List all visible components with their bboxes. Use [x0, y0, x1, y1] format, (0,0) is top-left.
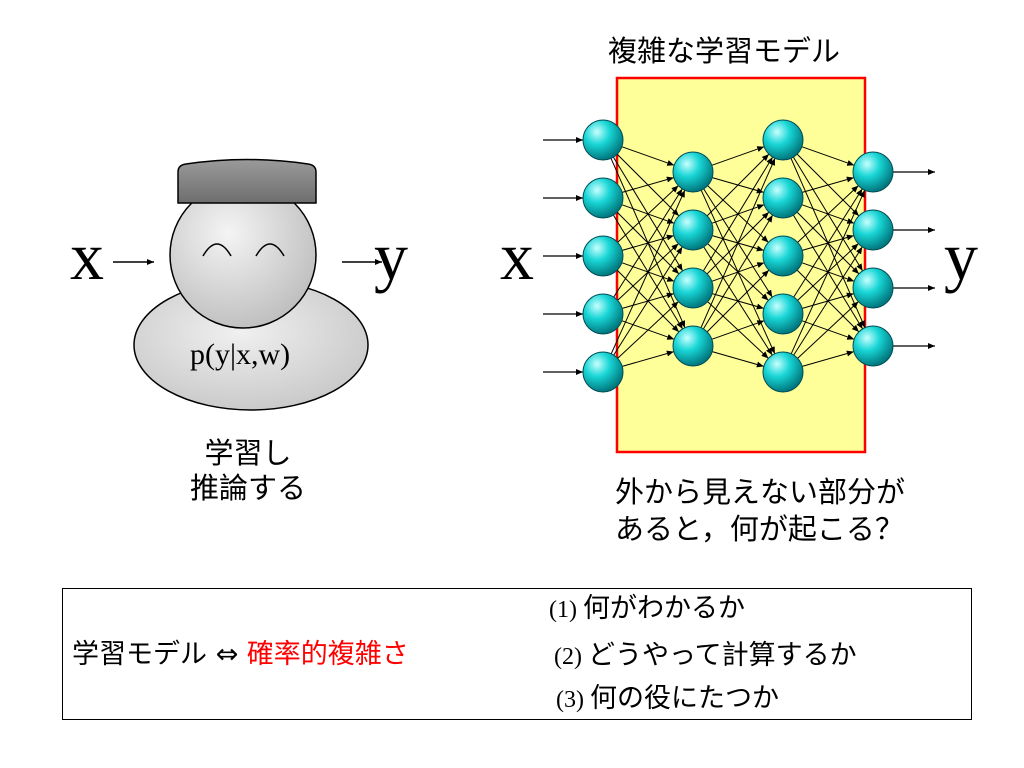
- network-edge: [613, 188, 683, 298]
- summary-box: [62, 588, 972, 720]
- network-node-layer-4: [852, 209, 894, 251]
- network-edge: [613, 246, 683, 356]
- network-node-layer-4: [852, 325, 894, 367]
- network-node-layer-3: [762, 119, 804, 161]
- question-1-text: 何がわかるか: [582, 593, 745, 624]
- network-node-layer-1: [582, 293, 624, 335]
- question-1-number: (1): [549, 597, 577, 623]
- network-node-layer-1: [582, 177, 624, 219]
- network-edge: [622, 176, 674, 193]
- network-node-layer-3: [762, 293, 804, 335]
- network-edge: [617, 185, 679, 243]
- learner-left-eye: [202, 243, 232, 257]
- complex-model-title: 複雑な学習モデル: [608, 34, 841, 68]
- network-edge: [702, 156, 774, 272]
- network-node-layer-4: [852, 267, 894, 309]
- network-edges: [610, 146, 866, 368]
- learner-head: [169, 181, 317, 329]
- question-3: (3)何の役にたつか: [556, 685, 779, 712]
- network-edge: [801, 146, 855, 166]
- network-edge: [712, 351, 764, 368]
- network-edge: [802, 350, 854, 367]
- distribution-label: p(y|x,w): [190, 338, 291, 371]
- network-node-layer-1: [582, 235, 624, 277]
- question-3-number: (3): [556, 687, 584, 713]
- network-nodes: [582, 119, 894, 393]
- network-edge: [711, 320, 765, 340]
- right-input-label: x: [500, 218, 534, 294]
- network-edge: [793, 246, 863, 356]
- network-edge: [797, 301, 859, 359]
- hidden-caption-line1: 外から見えない部分が: [615, 475, 906, 509]
- network-edge: [621, 146, 675, 166]
- network-node-layer-2: [672, 267, 714, 309]
- network-edge: [790, 189, 866, 355]
- network-node-layer-3: [762, 235, 804, 277]
- learner-hat: [177, 158, 317, 204]
- learn-caption-line1: 学習し: [204, 436, 292, 470]
- network-edge: [706, 153, 770, 217]
- network-node-layer-2: [672, 325, 714, 367]
- network-edge: [617, 301, 679, 359]
- network-node-layer-1: [582, 119, 624, 161]
- question-1: (1)何がわかるか: [549, 595, 745, 622]
- hidden-part-caption: 外から見えない部分が あると，何が起こる？: [615, 474, 905, 548]
- question-2: (2)どうやって計算するか: [554, 642, 857, 669]
- network-edge: [711, 146, 765, 166]
- learner-figure: [133, 158, 369, 411]
- summary-highlight: 確率的複雑さ: [246, 639, 409, 670]
- network-node-layer-4: [852, 151, 894, 193]
- network-edge: [793, 188, 863, 298]
- network-io-arrows: [543, 137, 935, 375]
- learn-caption-line2: 推論する: [189, 470, 306, 505]
- network-node-layer-1: [582, 351, 624, 393]
- network-node-layer-3: [762, 351, 804, 393]
- left-input-label: x: [70, 218, 104, 294]
- network-edge: [622, 350, 674, 367]
- hidden-model-box: [615, 76, 867, 454]
- question-3-text: 何の役にたつか: [589, 683, 779, 714]
- right-output-label: y: [944, 218, 978, 294]
- network-node-layer-2: [672, 209, 714, 251]
- summary-prefix: 学習モデル ⇔: [72, 639, 247, 670]
- network-edge: [610, 189, 686, 355]
- network-edge: [802, 176, 854, 193]
- learn-infer-caption: 学習し 推論する: [178, 436, 318, 506]
- network-edge: [702, 214, 774, 330]
- learner-right-eye: [255, 243, 285, 257]
- hidden-caption-line2: あると，何が起こる？: [615, 512, 904, 547]
- left-output-label: y: [374, 218, 408, 294]
- network-node-layer-3: [762, 177, 804, 219]
- network-node-layer-2: [672, 151, 714, 193]
- network-edge: [797, 185, 859, 243]
- question-2-text: どうやって計算するか: [587, 640, 857, 671]
- network-edge: [700, 158, 776, 328]
- network-edge: [706, 269, 770, 333]
- question-2-number: (2): [554, 644, 582, 670]
- summary-statement: 学習モデル ⇔ 確率的複雑さ: [72, 641, 409, 668]
